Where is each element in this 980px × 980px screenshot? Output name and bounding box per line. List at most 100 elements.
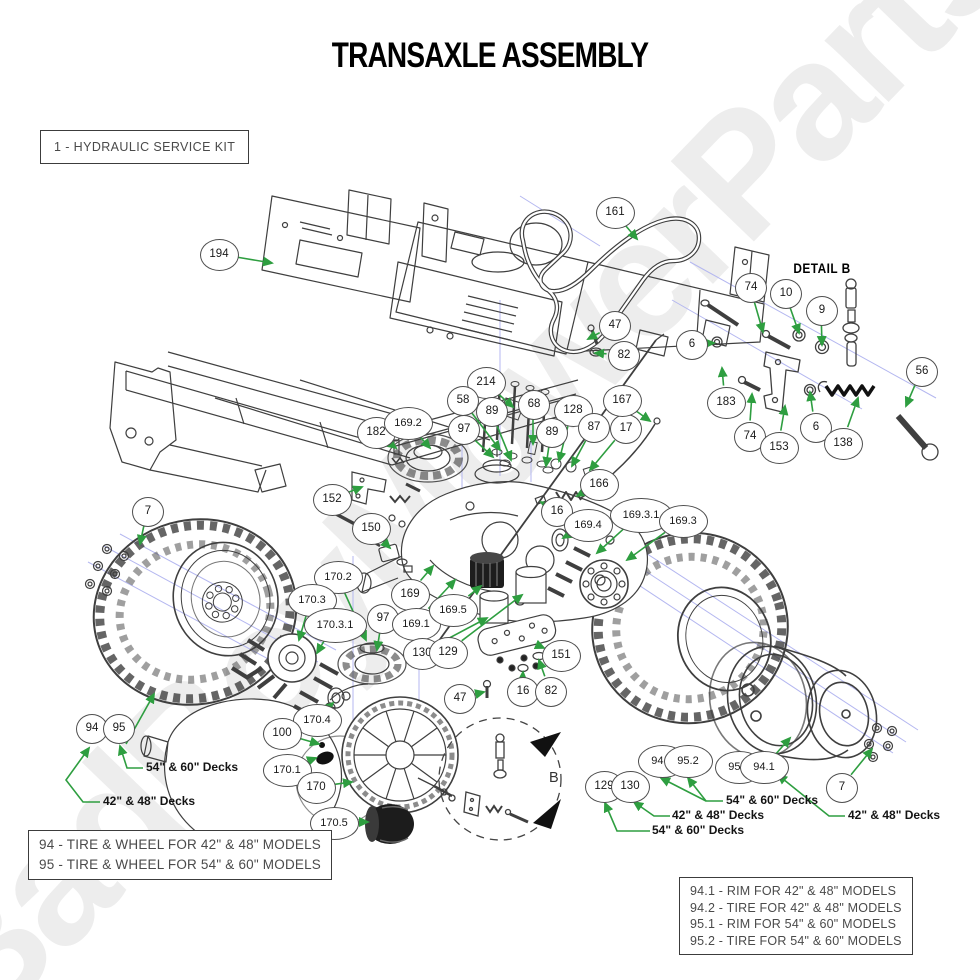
callout-94: 94 bbox=[76, 714, 108, 744]
deck-size-label: 42" & 48" Decks bbox=[848, 808, 941, 822]
detail-b-parts bbox=[700, 278, 939, 461]
leader-129 bbox=[461, 593, 524, 642]
label-leader-7 bbox=[776, 773, 845, 817]
leader-169.2 bbox=[419, 436, 432, 450]
callout-95: 95 bbox=[103, 714, 135, 744]
deck-size-label: 42" & 48" Decks bbox=[103, 794, 196, 808]
detail-b-arrow-top bbox=[530, 732, 561, 757]
callout-167: 167 bbox=[602, 385, 642, 417]
leader-9 bbox=[816, 325, 827, 347]
callout-89: 89 bbox=[536, 418, 568, 448]
legend-line: 95.2 - TIRE FOR 54" & 60" MODELS bbox=[690, 933, 902, 948]
callout-161: 161 bbox=[595, 197, 635, 229]
hydraulic-kit-legend-box: 1 - HYDRAULIC SERVICE KIT bbox=[40, 130, 250, 164]
label-leader-3 bbox=[686, 776, 723, 802]
callout-7: 7 bbox=[132, 497, 164, 527]
callout-leader-lines bbox=[65, 224, 916, 832]
leader-89 bbox=[542, 447, 553, 468]
leader-10 bbox=[789, 307, 801, 335]
leader-170.1 bbox=[305, 756, 318, 766]
callout-151: 151 bbox=[541, 640, 581, 672]
callout-129: 129 bbox=[428, 637, 468, 669]
deck-size-label: 54" & 60" Decks bbox=[652, 823, 745, 837]
callout-9: 9 bbox=[806, 296, 838, 326]
leader-87 bbox=[571, 440, 587, 468]
callout-194: 194 bbox=[199, 239, 239, 271]
callout-170.1: 170.1 bbox=[262, 753, 312, 787]
callout-7: 7 bbox=[826, 773, 858, 803]
leader-194 bbox=[237, 256, 274, 267]
callout-100: 100 bbox=[262, 718, 302, 750]
leader-167 bbox=[635, 410, 652, 423]
legend-line: 94.1 - RIM FOR 42" & 48" MODELS bbox=[690, 884, 897, 898]
page-title: TRANSAXLE ASSEMBLY bbox=[331, 36, 649, 75]
leader-214 bbox=[498, 393, 515, 409]
callout-68: 68 bbox=[518, 390, 550, 420]
legend-line: 94.2 - TIRE FOR 42" & 48" MODELS bbox=[690, 900, 902, 915]
leader-74 bbox=[753, 301, 766, 334]
label-leader-1 bbox=[65, 746, 100, 803]
legend-line: 95.1 - RIM FOR 54" & 60" MODELS bbox=[690, 917, 897, 931]
callout-74: 74 bbox=[735, 273, 767, 303]
callout-17: 17 bbox=[610, 414, 642, 444]
right-rim bbox=[708, 641, 878, 761]
callout-153: 153 bbox=[759, 432, 799, 464]
callout-150: 150 bbox=[351, 513, 391, 545]
leader-150 bbox=[380, 538, 392, 550]
filters-and-plate bbox=[470, 324, 603, 698]
callout-169.4: 169.4 bbox=[563, 508, 613, 542]
label-leader-6 bbox=[603, 801, 650, 832]
callout-169.3: 169.3 bbox=[658, 504, 708, 538]
leader-152 bbox=[348, 485, 364, 495]
legend-line: 95 - TIRE & WHEEL FOR 54" & 60" MODELS bbox=[39, 857, 322, 872]
callout-166: 166 bbox=[579, 469, 619, 501]
leader-58 bbox=[470, 412, 502, 452]
callout-94.1: 94.1 bbox=[739, 750, 789, 784]
leader-47 bbox=[474, 689, 486, 699]
label-leader-4 bbox=[659, 777, 707, 802]
leader-166 bbox=[575, 487, 588, 497]
callout-47: 47 bbox=[444, 684, 476, 714]
detail-b-reference-circle bbox=[417, 717, 562, 841]
callout-10: 10 bbox=[770, 279, 802, 309]
drive-belt bbox=[519, 209, 702, 355]
leader-16 bbox=[539, 500, 552, 511]
leader-138 bbox=[846, 396, 860, 428]
label-leader-0 bbox=[117, 744, 143, 769]
tire-wheel-legend-box: 94 - TIRE & WHEEL FOR 42" & 48" MODELS 95… bbox=[28, 830, 333, 880]
deck-size-label: 54" & 60" Decks bbox=[146, 760, 239, 774]
left-lug-nuts bbox=[84, 543, 130, 597]
leader-82 bbox=[537, 658, 547, 677]
callout-97: 97 bbox=[448, 415, 480, 445]
callout-169.5: 169.5 bbox=[428, 593, 478, 627]
callout-95.2: 95.2 bbox=[663, 744, 713, 778]
leader-100 bbox=[299, 736, 321, 747]
leader-161 bbox=[624, 224, 639, 241]
callout-89: 89 bbox=[476, 397, 508, 427]
deck-size-label: 42" & 48" Decks bbox=[672, 808, 765, 822]
callout-87: 87 bbox=[578, 413, 610, 443]
leader-153 bbox=[778, 404, 789, 431]
callout-56: 56 bbox=[906, 357, 938, 387]
leader-97 bbox=[474, 439, 495, 459]
right-lug-nuts bbox=[863, 722, 898, 763]
leader-169.3.1 bbox=[595, 528, 624, 555]
callout-82: 82 bbox=[535, 677, 567, 707]
label-leader-5 bbox=[632, 800, 670, 817]
leader-169.3 bbox=[625, 531, 666, 562]
deck-size-label: 54" & 60" Decks bbox=[726, 793, 819, 807]
leader-169 bbox=[419, 564, 435, 582]
detail-b-marker-label: B bbox=[549, 770, 559, 786]
callout-169: 169 bbox=[390, 579, 430, 611]
leader-74 bbox=[746, 392, 757, 421]
callout-47: 47 bbox=[599, 311, 631, 341]
callout-6: 6 bbox=[676, 330, 708, 360]
leader-170.4 bbox=[323, 701, 335, 713]
detail-b-title: DETAIL B bbox=[793, 261, 851, 276]
callout-170.3.1: 170.3.1 bbox=[303, 607, 367, 643]
callout-130: 130 bbox=[610, 771, 650, 803]
leader-169.4 bbox=[561, 529, 574, 540]
legend-line: 94 - TIRE & WHEEL FOR 42" & 48" MODELS bbox=[39, 837, 322, 852]
leader-6 bbox=[806, 390, 817, 412]
